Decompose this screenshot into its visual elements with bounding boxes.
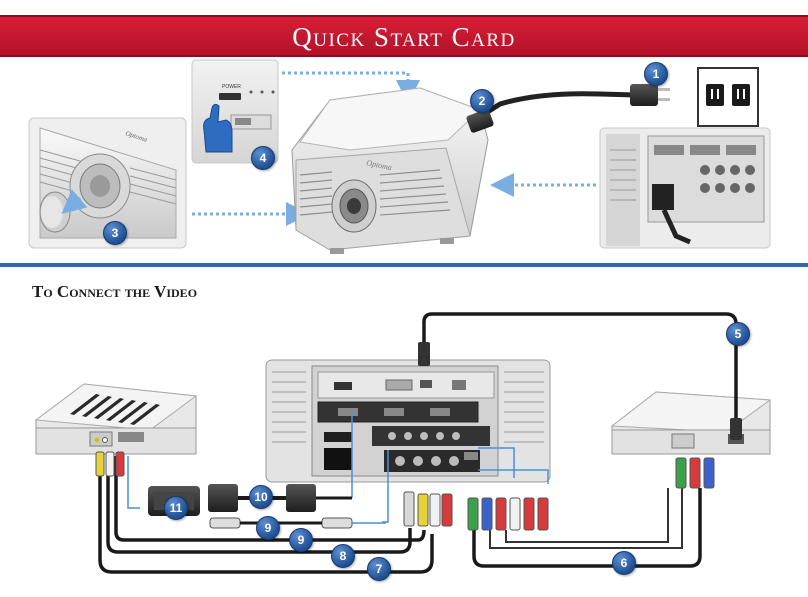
rear-panel-inset — [599, 127, 771, 249]
step-badge-3: 3 — [103, 221, 127, 245]
hdmi-plug-device — [730, 418, 742, 440]
arrow-power-to-projector — [282, 71, 420, 104]
projector-illustration: Optoma — [291, 87, 489, 254]
step-badge-9: 9 — [289, 528, 313, 552]
rca-plugs-projector — [403, 491, 453, 527]
hdmi-cable — [422, 312, 738, 428]
source-device-right — [610, 391, 772, 455]
composite-cables — [98, 456, 434, 574]
component-cables — [467, 457, 715, 568]
lens-cap-inset: Optoma — [28, 117, 187, 249]
section-heading: To Connect the Video — [32, 282, 198, 301]
step-badge-10: 10 — [249, 485, 273, 509]
step-badge-11: 11 — [164, 496, 188, 520]
power-cord — [466, 84, 670, 133]
hdmi-plug-projector — [418, 342, 430, 366]
rca-plugs-left-device — [95, 451, 125, 477]
power-label: POWER — [222, 84, 241, 90]
step-badge-7: 7 — [367, 557, 391, 581]
power-button-inset — [191, 59, 279, 164]
step-badge-2: 2 — [470, 89, 494, 113]
step-badge-6: 6 — [612, 551, 636, 575]
wall-outlet — [697, 67, 759, 127]
section-divider — [0, 263, 808, 267]
step-badge-8: 8 — [331, 544, 355, 568]
step-badge-4: 4 — [251, 146, 275, 170]
source-device-left — [34, 383, 198, 455]
step-badge-5: 5 — [726, 322, 750, 346]
signal-lines — [127, 412, 549, 523]
header-banner: Quick Start Card — [0, 15, 808, 57]
projector-rear-panel — [265, 359, 551, 483]
page-title: Quick Start Card — [292, 22, 516, 52]
step-badge-1: 1 — [644, 62, 668, 86]
step-badge-9b: 9 — [256, 516, 280, 540]
